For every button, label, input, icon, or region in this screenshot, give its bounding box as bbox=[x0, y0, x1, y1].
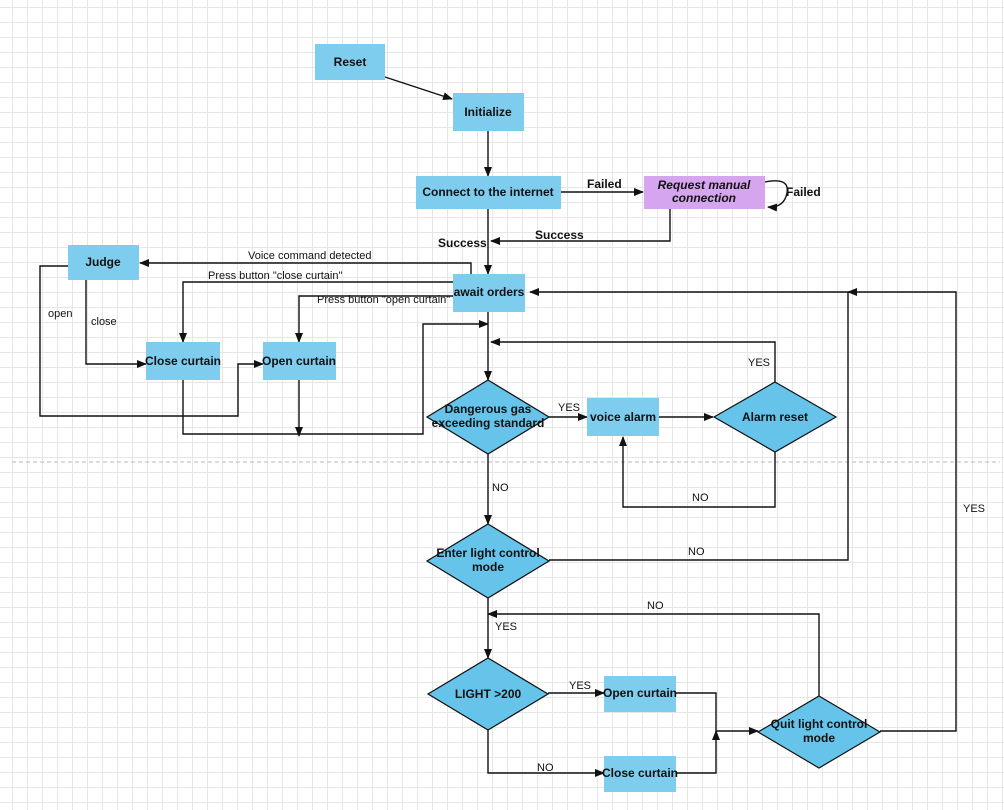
open-curtain-left-box bbox=[263, 342, 336, 380]
close-curtain-left-node: Close curtain bbox=[145, 342, 221, 380]
enter-light-diamond bbox=[425, 523, 551, 599]
edge-quit-yes bbox=[847, 288, 957, 732]
label-light-yes: YES bbox=[569, 680, 591, 692]
edge-request-success bbox=[490, 209, 671, 245]
dangerous-gas-node: Dangerous gas exceeding standard bbox=[425, 379, 551, 455]
open-curtain-right-node: Open curtain bbox=[603, 676, 677, 712]
reset-node: Reset bbox=[315, 44, 385, 80]
request-manual-node: Request manual connection bbox=[644, 176, 765, 209]
edge-open-quit bbox=[676, 692, 759, 735]
edge-quit-no bbox=[487, 610, 820, 696]
close-curtain-right-label: Close curtain bbox=[602, 766, 678, 780]
light-check-label: LIGHT >200 bbox=[455, 687, 522, 701]
label-success-connect: Success bbox=[438, 236, 487, 250]
label-gas-no: NO bbox=[492, 482, 509, 494]
await-orders-label: await orders bbox=[454, 285, 525, 299]
initialize-box bbox=[453, 93, 524, 131]
close-curtain-right-node: Close curtain bbox=[602, 756, 678, 792]
label-light-mode-yes: YES bbox=[495, 621, 517, 633]
enter-light-node: Enter light control mode bbox=[425, 523, 551, 599]
edge-judge-close bbox=[85, 280, 147, 368]
edge-curtain-return bbox=[182, 320, 489, 435]
connect-label: Connect to the internet bbox=[422, 185, 553, 199]
label-success-manual: Success bbox=[535, 228, 584, 242]
close-curtain-left-label: Close curtain bbox=[145, 354, 221, 368]
open-curtain-right-box bbox=[604, 676, 676, 712]
label-judge-close: close bbox=[91, 316, 117, 328]
edge-judge-open bbox=[39, 265, 264, 417]
quit-light-diamond bbox=[756, 695, 882, 769]
label-failed-loop: Failed bbox=[786, 185, 821, 199]
light-check-diamond bbox=[426, 657, 550, 731]
edge-reset-initialize bbox=[384, 76, 453, 100]
edge-alarm-no bbox=[619, 436, 776, 508]
alarm-reset-node: Alarm reset bbox=[712, 381, 838, 453]
label-alarm-no: NO bbox=[692, 492, 709, 504]
alarm-reset-diamond bbox=[712, 381, 838, 453]
connect-node: Connect to the internet bbox=[416, 176, 561, 209]
edge-light-no bbox=[529, 288, 849, 561]
await-orders-box bbox=[453, 274, 525, 312]
quit-light-node: Quit light control mode bbox=[756, 695, 882, 769]
dangerous-gas-diamond bbox=[425, 379, 551, 455]
label-press-close: Press button "close curtain" bbox=[208, 270, 342, 282]
request-manual-box bbox=[644, 176, 765, 209]
judge-node: Judge bbox=[68, 245, 139, 280]
edge-await-close bbox=[179, 281, 457, 343]
reset-box bbox=[315, 44, 385, 80]
initialize-label: Initialize bbox=[464, 105, 512, 119]
dangerous-gas-label-line2: exceeding standard bbox=[432, 416, 545, 430]
edge-await-open bbox=[295, 295, 462, 343]
edge-check-close bbox=[487, 730, 605, 777]
voice-alarm-node: voice alarm bbox=[587, 398, 659, 436]
close-curtain-right-box bbox=[604, 756, 676, 792]
label-quit-yes: YES bbox=[963, 503, 985, 515]
close-curtain-left-box bbox=[146, 342, 220, 380]
label-failed-connect: Failed bbox=[587, 177, 622, 191]
edge-request-loop bbox=[764, 180, 789, 212]
label-light-mode-no: NO bbox=[688, 546, 705, 558]
voice-alarm-label: voice alarm bbox=[590, 410, 656, 424]
await-orders-node: await orders bbox=[453, 274, 525, 312]
enter-light-label-line1: Enter light control bbox=[436, 546, 539, 560]
connect-box bbox=[416, 176, 561, 209]
initialize-node: Initialize bbox=[453, 93, 524, 131]
label-judge-open: open bbox=[48, 308, 72, 320]
reset-label: Reset bbox=[334, 55, 367, 69]
quit-light-label-line1: Quit light control bbox=[771, 717, 868, 731]
alarm-reset-label: Alarm reset bbox=[742, 410, 808, 424]
label-voice-detected: Voice command detected bbox=[248, 250, 372, 262]
label-alarm-yes: YES bbox=[748, 357, 770, 369]
open-curtain-left-node: Open curtain bbox=[262, 342, 336, 380]
edges bbox=[39, 76, 957, 777]
edge-close-quit bbox=[676, 730, 720, 774]
dangerous-gas-label-line1: Dangerous gas bbox=[445, 402, 532, 416]
request-manual-label-line1: Request manual bbox=[658, 178, 751, 192]
judge-box bbox=[68, 245, 139, 280]
open-curtain-right-label: Open curtain bbox=[603, 686, 677, 700]
light-check-node: LIGHT >200 bbox=[426, 657, 550, 731]
judge-label: Judge bbox=[85, 255, 121, 269]
label-gas-yes: YES bbox=[558, 402, 580, 414]
request-manual-label-line2: connection bbox=[672, 191, 736, 205]
label-light-no: NO bbox=[537, 762, 554, 774]
enter-light-label-line2: mode bbox=[472, 560, 504, 574]
edge-await-judge bbox=[139, 259, 472, 274]
label-press-open: Press button "open curtain" bbox=[317, 294, 450, 306]
voice-alarm-box bbox=[587, 398, 659, 436]
quit-light-label-line2: mode bbox=[803, 731, 835, 745]
label-quit-no: NO bbox=[647, 600, 664, 612]
edge-labels: Failed Failed Success Success Voice comm… bbox=[48, 177, 985, 774]
edge-alarm-yes bbox=[490, 338, 776, 382]
open-curtain-left-label: Open curtain bbox=[262, 354, 336, 368]
